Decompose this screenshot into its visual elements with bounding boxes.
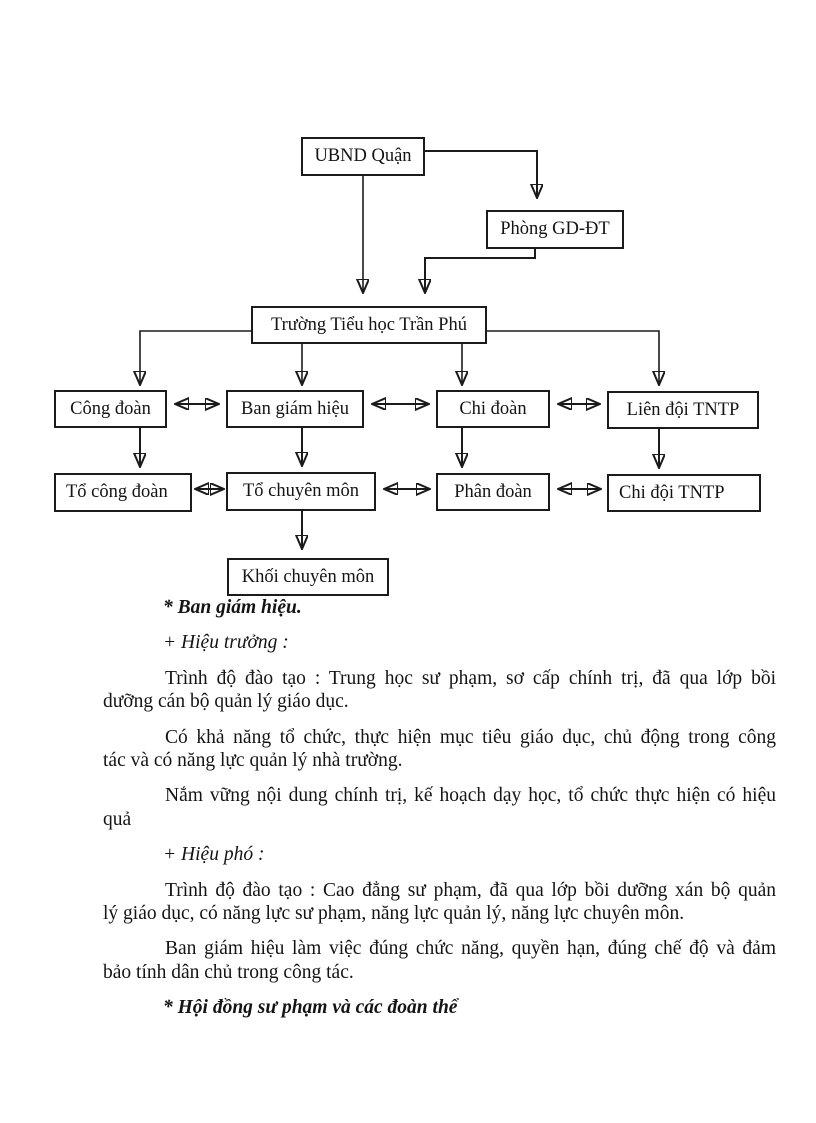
heading-line: + Hiệu phó : bbox=[163, 844, 265, 866]
paragraph-trinh-do-1: Trình độ đào tạo : Trung học sư phạm, sơ… bbox=[103, 667, 776, 714]
heading-line: * Hội đồng sư phạm và các đoàn thể bbox=[163, 997, 458, 1019]
paragraph-line: Nắm vững nội dung chính trị, kế hoạch dạ… bbox=[165, 785, 776, 807]
org-node-label: Tổ công đoàn bbox=[66, 482, 168, 503]
org-node-label: Trường Tiểu học Trần Phú bbox=[271, 314, 467, 335]
body-text: * Ban giám hiệu. + Hiệu trưởng : Trình đ… bbox=[103, 596, 776, 1032]
heading-hieu-truong: + Hiệu trưởng : bbox=[103, 631, 776, 654]
edge-truong-liendoi-arrow bbox=[487, 330, 659, 385]
paragraph-line: quả bbox=[103, 808, 132, 830]
org-node-chi-doi-tntp: Chi đội TNTP bbox=[607, 474, 761, 512]
paragraph-trinh-do-2: Trình độ đào tạo : Cao đẳng sư phạm, đã … bbox=[103, 879, 776, 926]
org-node-ban-giam-hieu: Ban giám hiệu bbox=[226, 390, 364, 428]
paragraph-line: dưỡng cán bộ quản lý giáo dục. bbox=[103, 691, 349, 713]
paragraph-line: lý giáo dục, có năng lực sư phạm, năng l… bbox=[103, 903, 685, 925]
paragraph-line: Trình độ đào tạo : Trung học sư phạm, sơ… bbox=[165, 667, 776, 689]
paragraph-line: bảo tính dân chủ trong công tác. bbox=[103, 961, 354, 983]
org-node-cong-doan: Công đoàn bbox=[54, 390, 167, 428]
org-node-label: Công đoàn bbox=[70, 398, 151, 419]
org-node-label: Chi đoàn bbox=[459, 398, 527, 419]
heading-hieu-pho: + Hiệu phó : bbox=[103, 843, 776, 866]
org-node-khoi-chuyen-mon: Khối chuyên môn bbox=[227, 558, 389, 596]
edge-ubnd-phong-arrow bbox=[425, 150, 537, 198]
org-node-label: Tổ chuyên môn bbox=[242, 481, 360, 502]
paragraph-line: Có khả năng tổ chức, thực hiện mục tiêu … bbox=[165, 726, 776, 748]
heading-line: + Hiệu trưởng : bbox=[163, 632, 289, 654]
edge-phong-truong-arrow bbox=[425, 248, 536, 293]
paragraph-kha-nang: Có khả năng tổ chức, thực hiện mục tiêu … bbox=[103, 726, 776, 773]
org-node-to-cong-doan: Tổ công đoàn bbox=[54, 473, 192, 512]
org-node-truong: Trường Tiểu học Trần Phú bbox=[251, 306, 487, 344]
paragraph-line: tác và có năng lực quản lý nhà trường. bbox=[103, 750, 403, 772]
org-node-label: Phòng GD-ĐT bbox=[500, 219, 610, 240]
org-chart-connectors bbox=[0, 150, 816, 620]
edge-truong-congdoan-arrow bbox=[140, 330, 251, 385]
org-node-label: Phân đoàn bbox=[454, 481, 532, 502]
org-node-label: Ban giám hiệu bbox=[241, 398, 349, 419]
heading-hoi-dong-su-pham: * Hội đồng sư phạm và các đoàn thể bbox=[103, 996, 776, 1019]
paragraph-nam-vung: Nắm vững nội dung chính trị, kế hoạch dạ… bbox=[103, 784, 776, 831]
paragraph-line: Trình độ đào tạo : Cao đẳng sư phạm, đã … bbox=[165, 879, 776, 901]
org-node-label: Khối chuyên môn bbox=[241, 566, 375, 587]
heading-ban-giam-hieu: * Ban giám hiệu. bbox=[103, 596, 776, 619]
paragraph-lam-viec: Ban giám hiệu làm việc đúng chức năng, q… bbox=[103, 937, 776, 984]
org-node-label: UBND Quận bbox=[314, 146, 412, 167]
heading-line: * Ban giám hiệu. bbox=[163, 597, 302, 618]
org-node-chi-doan: Chi đoàn bbox=[436, 390, 550, 428]
org-node-phong-gd-dt: Phòng GD-ĐT bbox=[486, 210, 624, 249]
paragraph-line: Ban giám hiệu làm việc đúng chức năng, q… bbox=[165, 938, 776, 960]
org-node-lien-doi-tntp: Liên đội TNTP bbox=[607, 391, 759, 429]
org-node-to-chuyen-mon: Tổ chuyên môn bbox=[226, 472, 376, 511]
org-node-phan-doan: Phân đoàn bbox=[436, 473, 550, 511]
org-node-label: Chi đội TNTP bbox=[619, 482, 725, 503]
org-chart: UBND Quận Phòng GD-ĐT Trường Tiểu học Tr… bbox=[0, 137, 816, 620]
org-node-label: Liên đội TNTP bbox=[626, 399, 740, 420]
org-node-ubnd: UBND Quận bbox=[301, 137, 425, 176]
